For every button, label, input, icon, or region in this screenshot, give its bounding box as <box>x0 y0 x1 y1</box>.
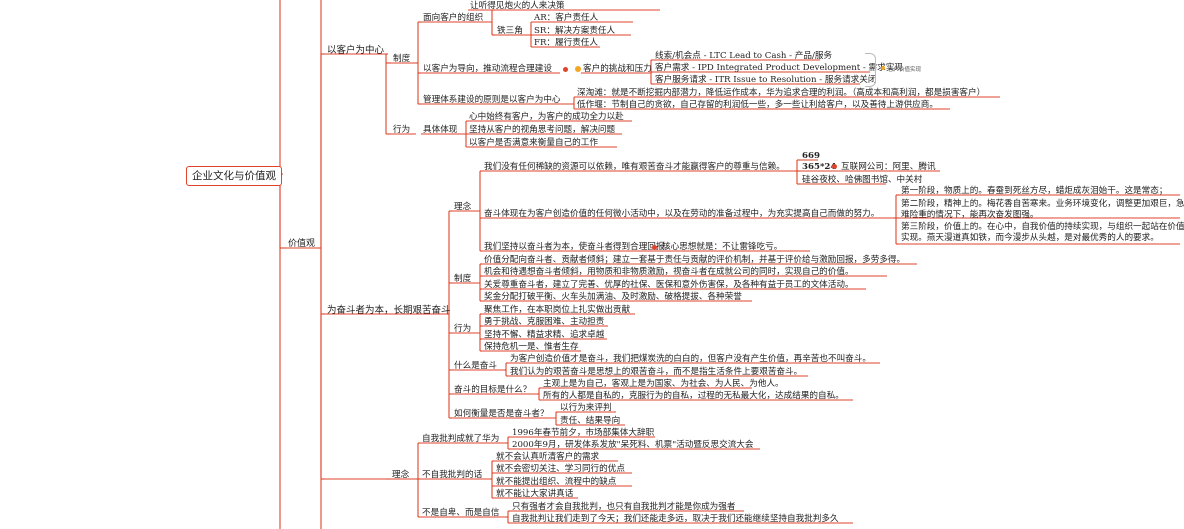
measure-2[interactable]: 责任、结果导向 <box>560 416 621 426</box>
topic-no-critique[interactable]: 不自我批判的话 <box>422 470 483 480</box>
critique-1996[interactable]: 1996年春节前夕，市场部集体大辞职 <box>512 428 655 438</box>
sbehavior-2[interactable]: 勇于挑战、克服困难、主动担责 <box>484 317 605 327</box>
marker-dot <box>563 67 568 72</box>
topic-mgmt-principle[interactable]: 管理体系建设的原则是以客户为中心 <box>423 95 561 105</box>
system-3[interactable]: 关爱尊重奋斗者，建立了完善、优厚的社保、医保和意外伤害保，及各种有益于员工的文体… <box>484 280 854 290</box>
topic-critique-made[interactable]: 自我批判成就了华为 <box>422 434 500 444</box>
concept-night-school[interactable]: 硅谷夜校、哈佛图书馆、中关村 <box>802 175 923 185</box>
system-1[interactable]: 价值分配向奋斗者、贡献者倾斜；建立一套基于责任与贡献的评价机制，并基于评价给与激… <box>484 255 906 265</box>
topic-confidence[interactable]: 不是自卑、而是自信 <box>422 508 500 518</box>
topic-customer-behavior[interactable]: 行为 <box>393 125 411 135</box>
marker-dot <box>652 245 657 250</box>
concept-365[interactable]: 365*24 <box>802 162 837 172</box>
mgmt-shentaotan[interactable]: 深淘滩：就是不断挖掘内部潜力，降低运作成本，华为追求合理的利润。（高成本和高利润… <box>577 88 986 98</box>
topic-customer-centric[interactable]: 以客户为中心 <box>327 45 385 56</box>
sbehavior-4[interactable]: 保持危机一是、惟者生存 <box>484 342 579 352</box>
goal-2[interactable]: 所有的人都是自私的，克服行为的自私，过程的无私最大化，达成结果的自私。 <box>543 391 844 401</box>
topic-values[interactable]: 价值观 <box>288 239 316 249</box>
what-1[interactable]: 为客户创造价值才是奋斗，我们把煤炭洗的白白的，但客户没有产生价值，再辛苦也不叫奋… <box>510 354 871 364</box>
nocrit-2[interactable]: 就不会密切关注、学习同行的优点 <box>496 464 625 474</box>
concept-p1[interactable]: 我们没有任何稀缺的资源可以依赖，唯有艰苦奋斗才能赢得客户的尊重与信赖。 <box>484 162 785 172</box>
topic-striver[interactable]: 为奋斗者为本，长期艰苦奋斗 <box>327 305 451 316</box>
concept-internet[interactable]: 互联网公司：阿里、腾讯 <box>841 162 936 172</box>
stage-3[interactable]: 第三阶段，价值上的。在心中，自我价值的持续实现，与组织一起站在价值实现。燕天漫道… <box>901 222 1184 243</box>
triangle-ar[interactable]: AR：客户责任人 <box>534 13 599 23</box>
nocrit-4[interactable]: 就不能让大家讲真话 <box>496 489 574 499</box>
topic-striving-goal[interactable]: 奋斗的目标是什么？ <box>454 385 532 395</box>
concept-core[interactable]: 核心思想就是：不让雷锋吃亏。 <box>662 242 783 252</box>
marker-dot <box>832 164 837 169</box>
system-2[interactable]: 机会和待遇想奋斗者倾斜，用物质和非物质激励，视奋斗者在成就公司的同时，实现自己的… <box>484 267 854 277</box>
process-itr[interactable]: 客户服务请求 - ITR Issue to Resolution - 服务请求关… <box>655 75 877 85</box>
triangle-sr[interactable]: SR：解决方案责任人 <box>534 26 616 36</box>
topic-customer-system[interactable]: 制度 <box>393 54 411 64</box>
topic-iron-triangle[interactable]: 铁三角 <box>497 26 523 36</box>
root-topic[interactable]: 企业文化与价值观 <box>186 166 282 186</box>
behavior-3[interactable]: 以客户是否满意来衡量自己的工作 <box>469 138 598 148</box>
topic-critique-concept[interactable]: 理念 <box>392 470 410 480</box>
confidence-2[interactable]: 自我批判让我们走到了今天；我们还能走多远，取决于我们还能继续坚持自我批判多久 <box>512 514 839 524</box>
summary-label: 客户价值实现 <box>888 67 922 73</box>
what-2[interactable]: 我们认为的艰苦奋斗是思想上的艰苦奋斗，而不是指生活条件上要艰苦奋斗。 <box>510 367 803 377</box>
topic-striver-concept[interactable]: 理念 <box>454 202 472 212</box>
sbehavior-3[interactable]: 坚持不懈、精益求精、追求卓越 <box>484 330 605 340</box>
behavior-2[interactable]: 坚持从客户的视角思考问题，解决问题 <box>469 125 616 135</box>
node-customer-challenge[interactable]: 客户的挑战和压力 <box>583 64 652 74</box>
critique-2000[interactable]: 2000年9月，研发体系发放"呆死料、机票"活动暨反思交流大会 <box>512 440 754 450</box>
summary-bracket <box>865 53 876 87</box>
topic-customer-org[interactable]: 面向客户的组织 <box>423 13 484 23</box>
summary-icon <box>881 66 885 70</box>
concept-p2[interactable]: 奋斗体现在为客户创造价值的任何微小活动中，以及在劳动的准备过程中，为充实提高自己… <box>484 209 880 219</box>
challenge-bulb-icon <box>575 66 581 72</box>
sbehavior-1[interactable]: 聚焦工作，在本职岗位上扎实做出贡献 <box>484 305 631 315</box>
topic-striver-behavior[interactable]: 行为 <box>454 324 472 334</box>
topic-process[interactable]: 以客户为导向，推动流程合理建设 <box>423 64 552 74</box>
system-4[interactable]: 奖金分配打破平衡、火车头加满油、及时激励、破格提拔、各种荣誉 <box>484 292 742 302</box>
topic-striver-system[interactable]: 制度 <box>454 274 472 284</box>
concept-p3[interactable]: 我们坚持以奋斗者为本，使奋斗者得到合理回报。 <box>484 242 674 252</box>
topic-embodiment[interactable]: 具体体现 <box>423 125 458 135</box>
concept-669[interactable]: 669 <box>802 151 820 161</box>
stage-1[interactable]: 第一阶段，物质上的。春蚕到死丝方尽，蜡炬成灰泪始干。这是常态； <box>901 186 1168 196</box>
stage-2[interactable]: 第二阶段，精神上的。梅花香自苦寒来。业务环境变化，调整更加艰巨，急难险重的情况下… <box>901 199 1184 220</box>
confidence-1[interactable]: 只有强者才会自我批判，也只有自我批判才能是你成为强者 <box>512 502 736 512</box>
node-top-cut[interactable]: 让听得见炮火的人来决策 <box>470 1 565 11</box>
goal-1[interactable]: 主观上是为自己，客观上是为国家、为社会、为人民、为他人。 <box>543 379 784 389</box>
mgmt-dizuoyan[interactable]: 低作堰：节制自己的贪欲，自己存留的利润低一些，多一些让利给客户，以及善待上游供应… <box>577 100 938 110</box>
behavior-1[interactable]: 心中始终有客户，为客户的成功全力以赴 <box>469 112 624 122</box>
triangle-fr[interactable]: FR：履行责任人 <box>534 38 598 48</box>
process-ipd[interactable]: 客户需求 - IPD Integrated Product Developmen… <box>655 63 903 73</box>
topic-measure-striver[interactable]: 如何衡量是否是奋斗者？ <box>454 409 549 419</box>
nocrit-1[interactable]: 就不会认真听清客户的需求 <box>496 452 600 462</box>
measure-1[interactable]: 以行为来评判 <box>560 403 612 413</box>
topic-what-is-striving[interactable]: 什么是奋斗 <box>454 361 497 371</box>
nocrit-3[interactable]: 就不能提出组织、流程中的缺点 <box>496 477 617 487</box>
process-ltc[interactable]: 线索/机会点 - LTC Lead to Cash - 产品/服务 <box>655 51 833 61</box>
